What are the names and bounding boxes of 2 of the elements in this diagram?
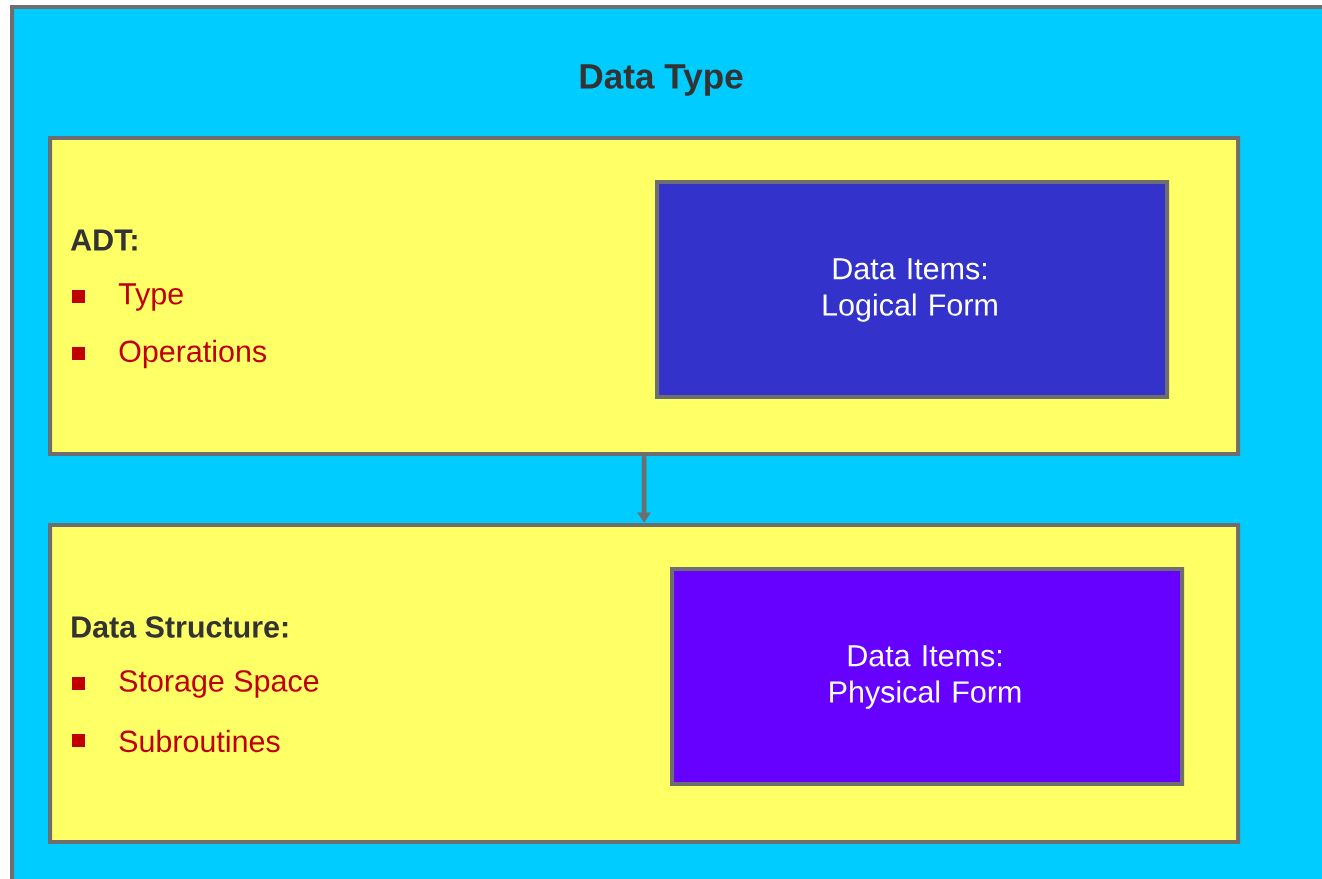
item-box: Data Items: Logical Form [655, 180, 1170, 400]
item-box: Data Items: Physical Form [670, 567, 1185, 787]
